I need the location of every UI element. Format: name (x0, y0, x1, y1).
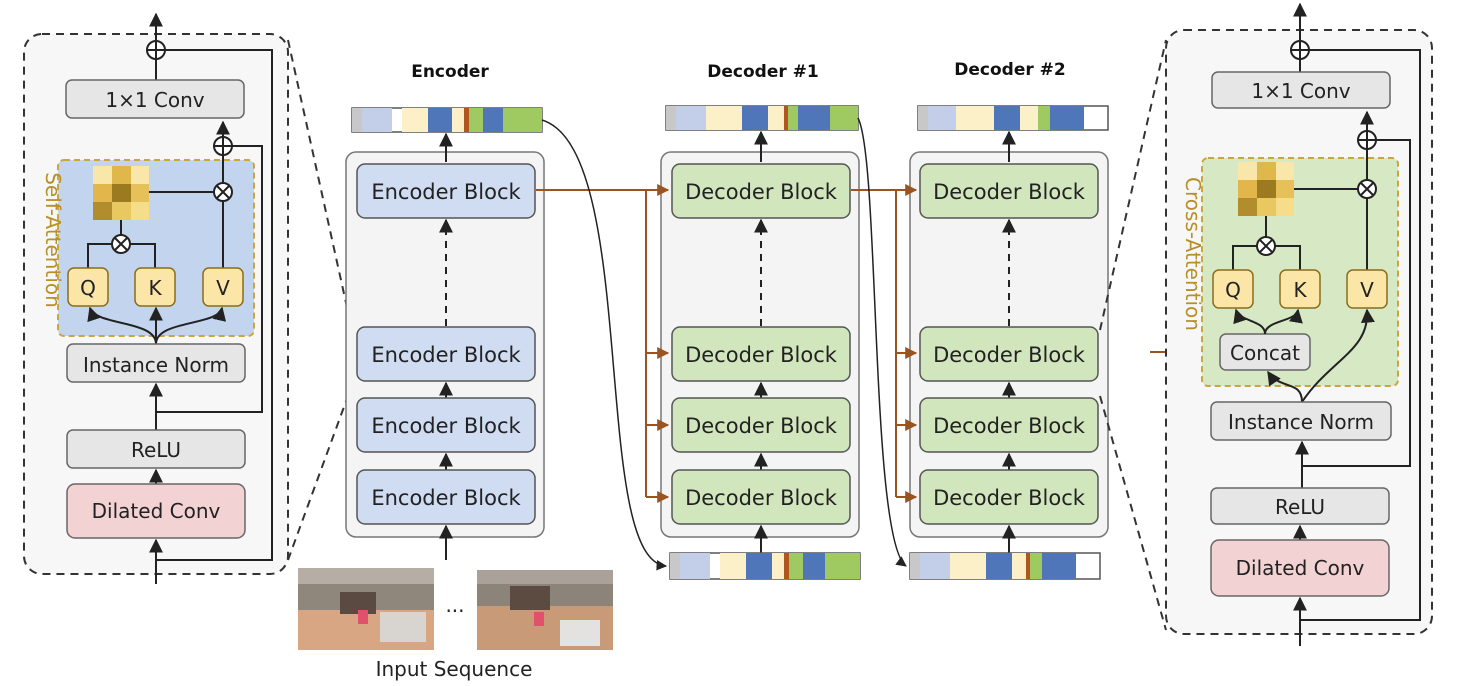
relu-box (1210, 487, 1390, 525)
k-box (1279, 269, 1321, 309)
encoder-block (356, 469, 536, 525)
encoder-title: Encoder (411, 62, 489, 82)
decoder-block-label: Decoder Block (933, 414, 1086, 438)
conv1x1-label: 1×1 Conv (105, 88, 204, 112)
dilated-conv-label: Dilated Conv (1236, 556, 1365, 580)
encoder-block-label: Encoder Block (371, 343, 521, 367)
concat-label: Concat (1230, 341, 1300, 365)
input-frame (477, 570, 613, 650)
k-box (134, 267, 176, 307)
q-label: Q (1225, 278, 1241, 302)
encoder-block-label: Encoder Block (371, 180, 521, 204)
relu-label: ReLU (1275, 495, 1325, 519)
decoder-block-label: Decoder Block (933, 343, 1086, 367)
decoder-block (919, 469, 1099, 525)
instance-norm-label: Instance Norm (83, 353, 229, 377)
decoder-block-label: Decoder Block (685, 486, 838, 510)
decoder-block (671, 469, 851, 525)
instance-norm-box (66, 343, 246, 383)
v-box (1346, 269, 1388, 309)
decoder-block (671, 326, 851, 382)
add-icon (1290, 40, 1310, 60)
decoder-block (671, 397, 851, 453)
k-label: K (1293, 278, 1307, 302)
decoder1-input-bar (669, 552, 861, 580)
decoder-block (919, 163, 1099, 219)
q-box (67, 267, 109, 307)
self-attention-panel: 1×1 Conv Self-Attention (23, 12, 289, 584)
input-sequence-caption: Input Sequence (376, 657, 533, 681)
decoder1-title: Decoder #1 (707, 62, 818, 82)
decoder-block-label: Decoder Block (685, 343, 838, 367)
add-icon (213, 136, 233, 156)
relu-label: ReLU (131, 438, 181, 462)
decoder2-input-bar (909, 552, 1101, 580)
attention-map-icon (93, 166, 149, 220)
decoder-block (919, 397, 1099, 453)
instance-norm-label: Instance Norm (1228, 410, 1374, 434)
decoder-block-label: Decoder Block (933, 486, 1086, 510)
encoder-block (356, 397, 536, 453)
instance-norm-box (1210, 401, 1392, 441)
decoder-block-label: Decoder Block (933, 180, 1086, 204)
cross-attention-panel: 1×1 Conv Cross-Attention (1165, 2, 1433, 646)
add-icon (1357, 130, 1377, 150)
dilated-conv-box (1210, 539, 1390, 597)
decoder-block (671, 163, 851, 219)
q-label: Q (80, 276, 96, 300)
encoder-output-bar (351, 107, 543, 133)
cross-attention-title: Cross-Attention (1181, 177, 1205, 331)
decoder2-output-bar (917, 105, 1109, 131)
v-label: V (216, 276, 230, 300)
ellipsis-label: ... (445, 593, 464, 617)
self-attention-title: Self-Attention (41, 172, 65, 308)
conv1x1-box (65, 79, 245, 119)
encoder-block (356, 163, 536, 219)
conv1x1-label: 1×1 Conv (1251, 79, 1350, 103)
encoder-block (356, 326, 536, 382)
decoder-block-label: Decoder Block (685, 180, 838, 204)
dilated-conv-label: Dilated Conv (92, 499, 221, 523)
relu-box (66, 429, 246, 469)
decoder-block-label: Decoder Block (685, 414, 838, 438)
dilated-conv-box (66, 483, 246, 539)
q-box (1212, 269, 1254, 309)
v-box (202, 267, 244, 307)
input-frame (298, 568, 434, 650)
multiply-icon (111, 234, 131, 254)
decoder1-output-bar (665, 105, 859, 131)
encoder-block-label: Encoder Block (371, 414, 521, 438)
v-label: V (1360, 278, 1374, 302)
multiply-icon (213, 182, 233, 202)
k-label: K (148, 276, 162, 300)
decoder2-title: Decoder #2 (954, 60, 1065, 80)
multiply-icon (1256, 236, 1276, 256)
decoder-block (919, 326, 1099, 382)
multiply-icon (1357, 179, 1377, 199)
conv1x1-box (1211, 71, 1391, 109)
attention-map-icon (1238, 162, 1294, 216)
encoder-block-label: Encoder Block (371, 486, 521, 510)
add-icon (146, 40, 166, 60)
